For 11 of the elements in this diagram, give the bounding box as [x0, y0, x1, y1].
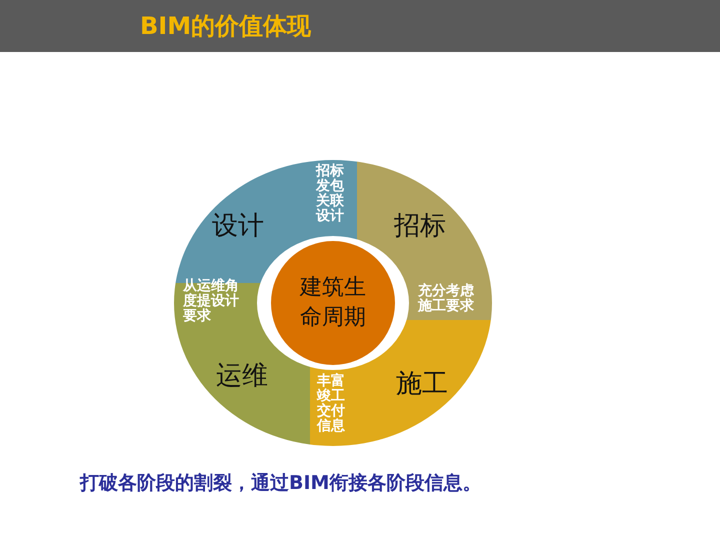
- segment-note: 从运维角度提设计要求: [183, 279, 240, 324]
- segment-note: 充分考虑施工要求: [418, 284, 475, 314]
- segment-title: 招标: [394, 210, 446, 243]
- segment-title: 施工: [396, 368, 448, 401]
- page-title: BIM的价值体现: [140, 11, 312, 42]
- segment-title: 设计: [212, 210, 264, 243]
- center-label: 建筑生命周期: [298, 274, 367, 332]
- caption: 打破各阶段的割裂，通过BIM衔接各阶段信息。: [80, 471, 482, 496]
- segment-note: 丰富竣工交付信息: [317, 374, 346, 434]
- segment-note: 招标发包关联设计: [316, 164, 345, 224]
- segment-title: 运维: [216, 360, 268, 393]
